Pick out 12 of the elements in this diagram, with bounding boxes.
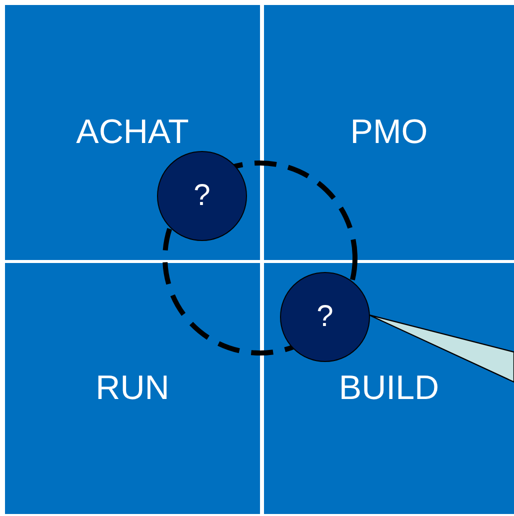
- quadrant-panel: [5, 263, 260, 514]
- quadrant-label: BUILD: [338, 369, 440, 408]
- quadrant-panel: [264, 263, 514, 514]
- question-mark: ?: [194, 179, 210, 213]
- quadrant-panel: [264, 5, 514, 260]
- quadrant-panel: [5, 5, 260, 260]
- callout-pointer: [368, 314, 514, 383]
- dashed-circle: [162, 160, 358, 356]
- question-mark: ?: [316, 300, 334, 334]
- quadrant-label: RUN: [96, 369, 170, 408]
- quadrant-label: PMO: [350, 113, 428, 152]
- quadrant-label: ACHAT: [76, 113, 189, 152]
